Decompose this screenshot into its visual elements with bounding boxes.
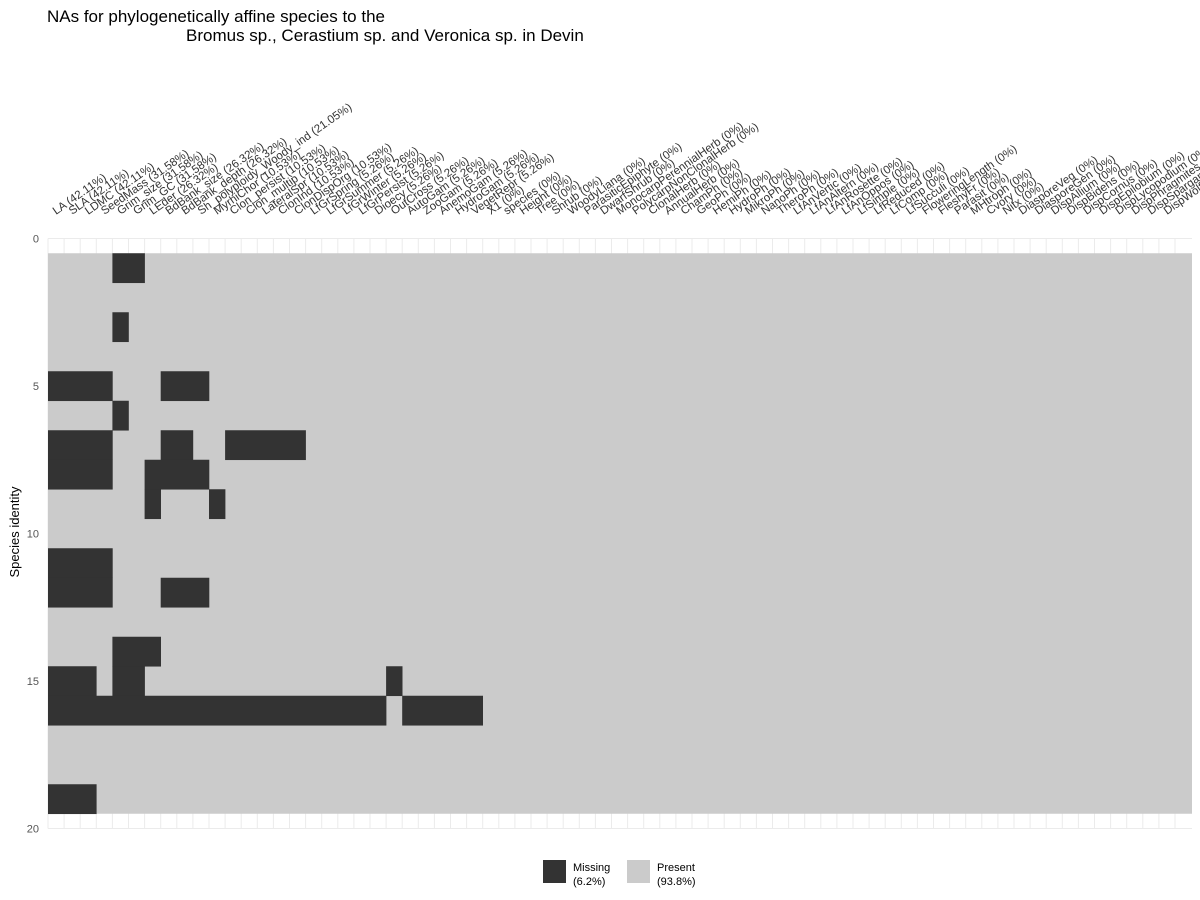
missing-cell: [112, 636, 161, 667]
chart-title-line-1: NAs for phylogenetically affine species …: [47, 7, 385, 26]
missing-cell: [225, 430, 306, 461]
missing-cell: [386, 666, 403, 697]
missing-cell: [48, 371, 113, 402]
legend-present-key: [627, 860, 650, 883]
y-axis-ticks: 0 5 10 15 20: [27, 234, 39, 836]
legend-missing-label: Missing: [573, 862, 610, 874]
missing-cell: [48, 459, 113, 490]
heatmap-cells: [48, 253, 1192, 815]
missing-cell: [112, 400, 129, 431]
y-tick-label: 10: [27, 529, 39, 541]
legend-present-percent: (93.8%): [657, 876, 696, 888]
missing-cell: [48, 666, 97, 697]
missing-cell: [144, 459, 210, 490]
missing-cell: [112, 253, 145, 284]
missing-cell: [144, 489, 161, 520]
legend-missing-key: [543, 860, 566, 883]
missing-cell: [160, 430, 194, 461]
missing-cell: [48, 695, 387, 726]
y-axis-label: Species identity: [7, 486, 22, 578]
missing-cell: [48, 430, 113, 461]
missing-cell: [402, 695, 483, 726]
missing-cell: [48, 548, 113, 579]
missing-cell: [112, 666, 145, 697]
chart-title-line-2: Bromus sp., Cerastium sp. and Veronica s…: [186, 26, 584, 45]
legend-missing-percent: (6.2%): [573, 876, 605, 888]
y-tick-label: 20: [27, 824, 39, 836]
y-tick-label: 5: [33, 381, 39, 393]
legend-present-label: Present: [657, 862, 695, 874]
present-cells-block: [48, 253, 1192, 814]
missing-cell: [160, 577, 210, 608]
missing-cell: [209, 489, 226, 520]
missing-cell: [48, 577, 113, 608]
column-labels: LA (42.11%)SLA (42.11%)LDMC (42.11%)Seed…: [51, 101, 1200, 217]
missing-cell: [160, 371, 210, 402]
y-tick-label: 0: [33, 234, 39, 246]
legend: Missing (6.2%) Present (93.8%): [543, 860, 696, 888]
missing-cell: [112, 312, 129, 343]
y-tick-label: 15: [27, 676, 39, 688]
missing-cell: [48, 784, 97, 815]
